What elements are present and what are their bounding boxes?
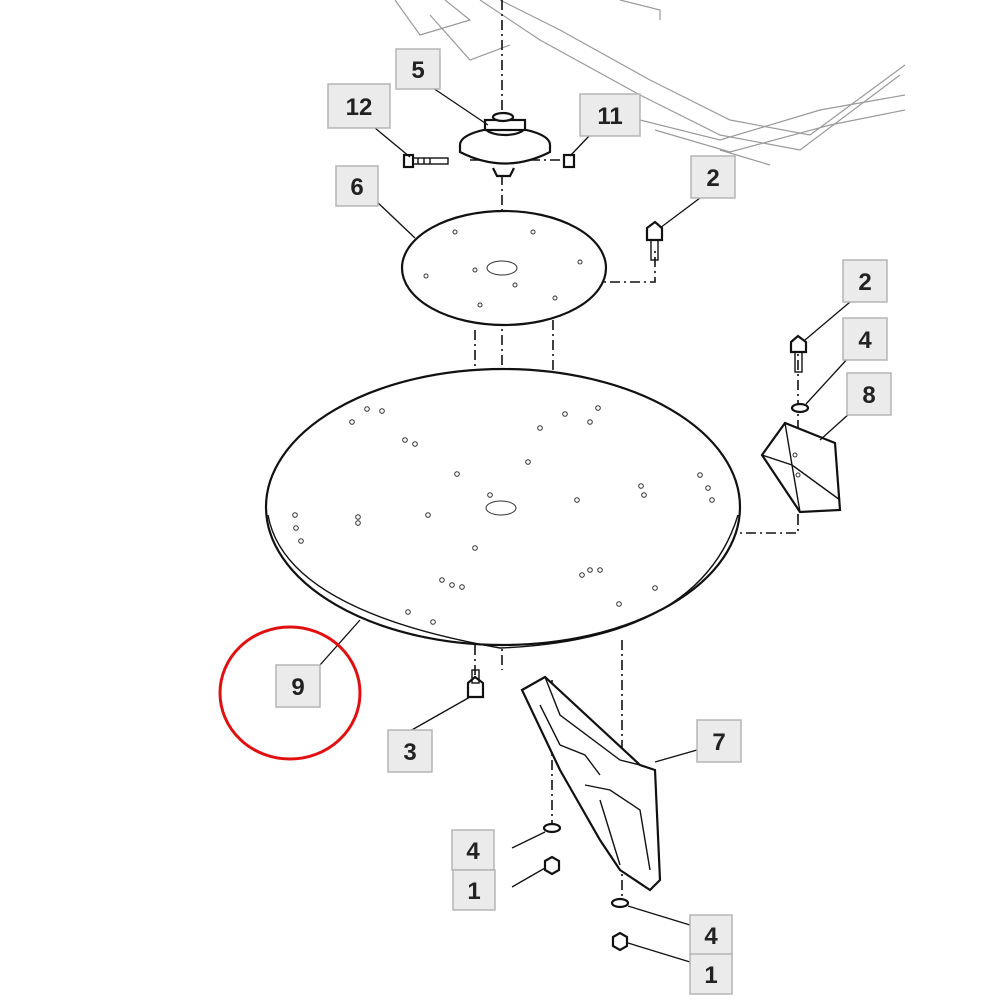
callout-11[interactable]: 11 [579, 93, 641, 137]
callout-4-right[interactable]: 4 [842, 317, 888, 361]
callout-label: 4 [858, 327, 872, 354]
callout-6[interactable]: 6 [335, 165, 379, 207]
callout-4-lower[interactable]: 4 [689, 914, 733, 956]
callout-label: 6 [350, 174, 363, 201]
callout-label: 3 [403, 739, 416, 766]
callout-label: 12 [346, 94, 373, 121]
small-lift-blade-part[interactable] [760, 421, 842, 514]
callout-label: 1 [467, 878, 480, 905]
callout-7[interactable]: 7 [696, 719, 742, 763]
bolt-2-right-part[interactable] [789, 334, 808, 373]
callout-9[interactable]: 9 [275, 664, 321, 708]
callout-2-right[interactable]: 2 [842, 259, 888, 303]
callout-8[interactable]: 8 [846, 372, 892, 416]
callout-label: 4 [704, 923, 718, 950]
callout-label: 2 [858, 269, 871, 296]
leader-lines [319, 87, 851, 963]
bolt-2-upper-part[interactable] [645, 220, 664, 261]
washer-4-lower-part[interactable] [610, 897, 630, 909]
top-plate-part[interactable] [400, 209, 608, 327]
callout-label: 8 [862, 382, 875, 409]
callout-label: 11 [597, 103, 622, 130]
nut-1-lower-part[interactable] [611, 931, 629, 952]
blade-disc-part[interactable] [264, 367, 742, 649]
callout-12[interactable]: 12 [327, 83, 391, 129]
callout-label: 7 [712, 729, 725, 756]
callout-label: 4 [466, 838, 480, 865]
washer-4-middle-part[interactable] [542, 822, 562, 834]
callout-label: 2 [706, 165, 719, 192]
callout-label: 9 [291, 674, 304, 701]
callout-label: 1 [704, 962, 717, 989]
callout-5[interactable]: 5 [395, 48, 441, 90]
large-lift-blade-part[interactable] [520, 675, 662, 892]
disc-holes [292, 405, 715, 625]
callout-3[interactable]: 3 [387, 729, 433, 773]
callout-label: 5 [411, 57, 424, 84]
bolt-3-part[interactable] [466, 669, 485, 699]
bolt-12-part[interactable] [402, 153, 449, 169]
callout-2-upper[interactable]: 2 [690, 155, 736, 199]
callout-1-lower[interactable]: 1 [689, 953, 733, 995]
callout-1-middle[interactable]: 1 [452, 869, 496, 911]
callout-4-middle[interactable]: 4 [451, 829, 495, 871]
nut-11-part[interactable] [562, 153, 576, 169]
ghost-frame [394, 0, 906, 166]
washer-4-right-part[interactable] [790, 402, 810, 414]
spindle-hub-part[interactable] [458, 111, 552, 178]
nut-1-middle-part[interactable] [543, 855, 561, 876]
highlight-circle [218, 625, 362, 761]
